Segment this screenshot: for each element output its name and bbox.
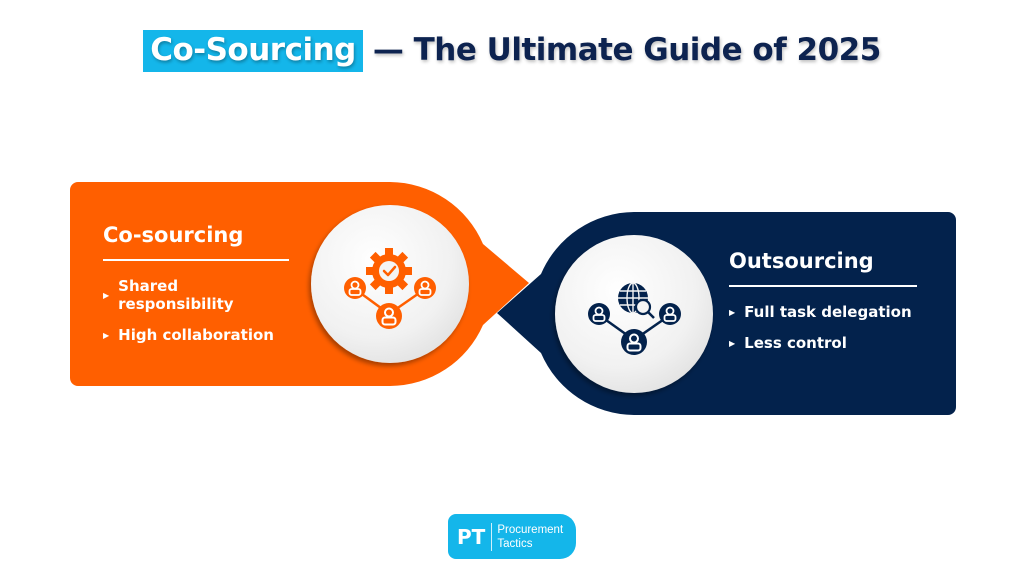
bullet-item: ▶Less control bbox=[729, 334, 847, 352]
procurement-tactics-logo: PT Procurement Tactics bbox=[448, 514, 576, 559]
page-title: Co-Sourcing— The Ultimate Guide of 2025 bbox=[0, 30, 1024, 72]
title-rest: — The Ultimate Guide of 2025 bbox=[372, 32, 881, 68]
bullet-triangle-icon: ▶ bbox=[103, 290, 110, 300]
outsourcing-title: Outsourcing bbox=[729, 249, 874, 273]
co-sourcing-content: Co-sourcing ▶Shared responsibility ▶High… bbox=[103, 223, 289, 357]
title-highlight: Co-Sourcing bbox=[143, 30, 363, 72]
globe-search-network-icon bbox=[588, 282, 681, 355]
co-sourcing-panel bbox=[70, 182, 529, 386]
logo-mark: PT bbox=[448, 522, 493, 551]
gear-check-network-icon bbox=[344, 248, 436, 329]
bullet-item: ▶High collaboration bbox=[103, 326, 274, 344]
bullet-item: ▶Full task delegation bbox=[729, 303, 912, 321]
logo-name: Procurement Tactics bbox=[497, 523, 564, 550]
co-sourcing-title: Co-sourcing bbox=[103, 223, 244, 247]
bullet-item: ▶Shared responsibility bbox=[103, 277, 234, 313]
outsourcing-divider bbox=[729, 285, 917, 287]
co-sourcing-divider bbox=[103, 259, 289, 261]
bullet-triangle-icon: ▶ bbox=[103, 330, 110, 340]
outsourcing-bullets: ▶Full task delegation ▶Less control bbox=[729, 303, 917, 352]
outsourcing-panel bbox=[497, 212, 956, 415]
bullet-triangle-icon: ▶ bbox=[729, 307, 736, 317]
bullet-triangle-icon: ▶ bbox=[729, 338, 736, 348]
outsourcing-content: Outsourcing ▶Full task delegation ▶Less … bbox=[729, 249, 917, 365]
co-sourcing-bullets: ▶Shared responsibility ▶High collaborati… bbox=[103, 277, 289, 344]
